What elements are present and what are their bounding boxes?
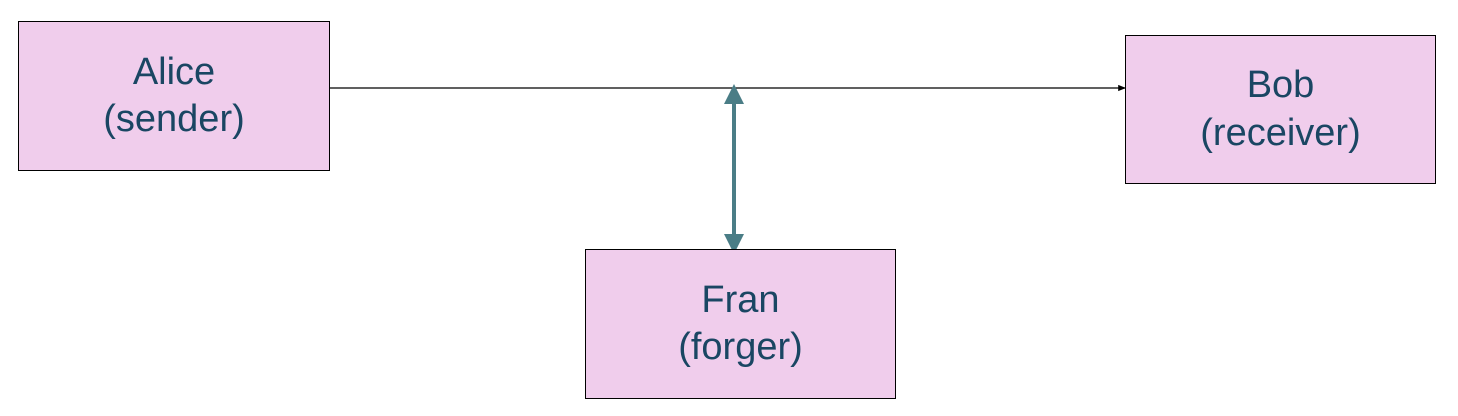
bob-name: Bob xyxy=(1246,64,1315,106)
alice-name: Alice xyxy=(132,50,216,93)
fran-forger-box: Fran (forger) xyxy=(585,249,896,399)
bob-receiver-box: Bob (receiver) xyxy=(1125,35,1436,184)
alice-role: (sender) xyxy=(103,98,245,140)
bob-role: (receiver) xyxy=(1200,111,1361,154)
fran-name: Fran xyxy=(701,278,780,321)
forger-arrowhead-up xyxy=(724,84,744,104)
fran-role: (forger) xyxy=(678,326,803,368)
alice-sender-box: Alice (sender) xyxy=(18,21,330,171)
